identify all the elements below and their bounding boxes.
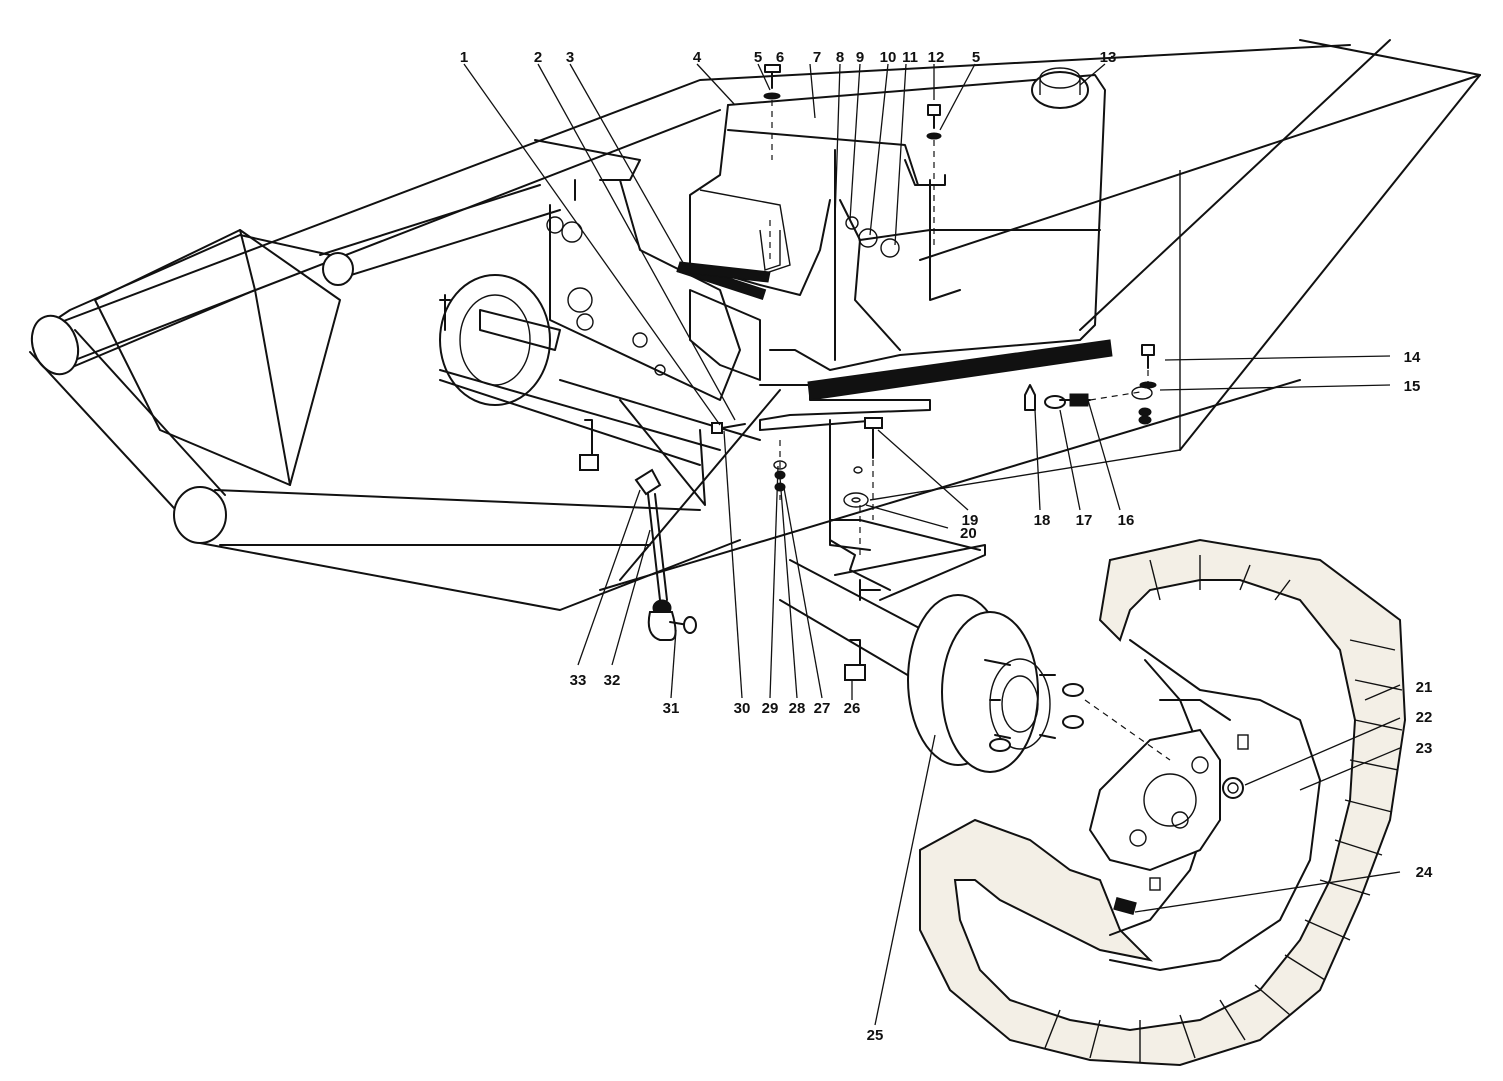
callout-21: 21 (1416, 679, 1433, 696)
leader-lines (463, 63, 1401, 1026)
callout-17: 17 (1076, 512, 1093, 529)
callout-26: 26 (844, 700, 861, 717)
callout-22: 22 (1416, 709, 1433, 726)
tank-strap (904, 159, 946, 241)
callout-5b: 5 (972, 49, 980, 66)
callout-18: 18 (1034, 512, 1051, 529)
callout-13: 13 (1100, 49, 1117, 66)
foam-strips (677, 261, 1113, 431)
assembly-guide-lines (769, 100, 1171, 761)
callout-14: 14 (1404, 349, 1421, 366)
callout-23: 23 (1416, 740, 1433, 757)
callout-12: 12 (928, 49, 945, 66)
callout-7: 7 (813, 49, 821, 66)
rear-tire (919, 538, 1407, 1067)
callout-31: 31 (663, 700, 680, 717)
callout-6: 6 (776, 49, 784, 66)
callout-2: 2 (534, 49, 542, 66)
callout-16: 16 (1118, 512, 1135, 529)
callout-19: 19 (962, 512, 979, 529)
callout-labels: 1 2 3 4 5 6 7 8 9 10 11 12 5 13 14 15 16… (460, 49, 1433, 1044)
callout-24: 24 (1416, 864, 1433, 881)
callout-30: 30 (734, 700, 751, 717)
callout-32: 32 (604, 672, 621, 689)
callout-20: 20 (960, 525, 977, 542)
callout-15: 15 (1404, 378, 1421, 395)
hardware (579, 64, 1157, 681)
chassis-frame (29, 39, 1481, 611)
callout-29: 29 (762, 700, 779, 717)
callout-5a: 5 (754, 49, 762, 66)
left-hub-and-axle (439, 274, 761, 506)
callout-11: 11 (902, 49, 918, 66)
callout-1: 1 (460, 49, 468, 66)
fuel-tank (689, 67, 1106, 371)
callout-8: 8 (836, 49, 844, 66)
callout-27: 27 (814, 700, 831, 717)
callout-3: 3 (566, 49, 574, 66)
callout-10: 10 (880, 49, 897, 66)
callout-28: 28 (789, 700, 806, 717)
callout-25: 25 (867, 1027, 884, 1044)
callout-33: 33 (570, 672, 587, 689)
rear-axle (779, 419, 1084, 773)
callout-4: 4 (693, 49, 702, 66)
callout-9: 9 (856, 49, 864, 66)
